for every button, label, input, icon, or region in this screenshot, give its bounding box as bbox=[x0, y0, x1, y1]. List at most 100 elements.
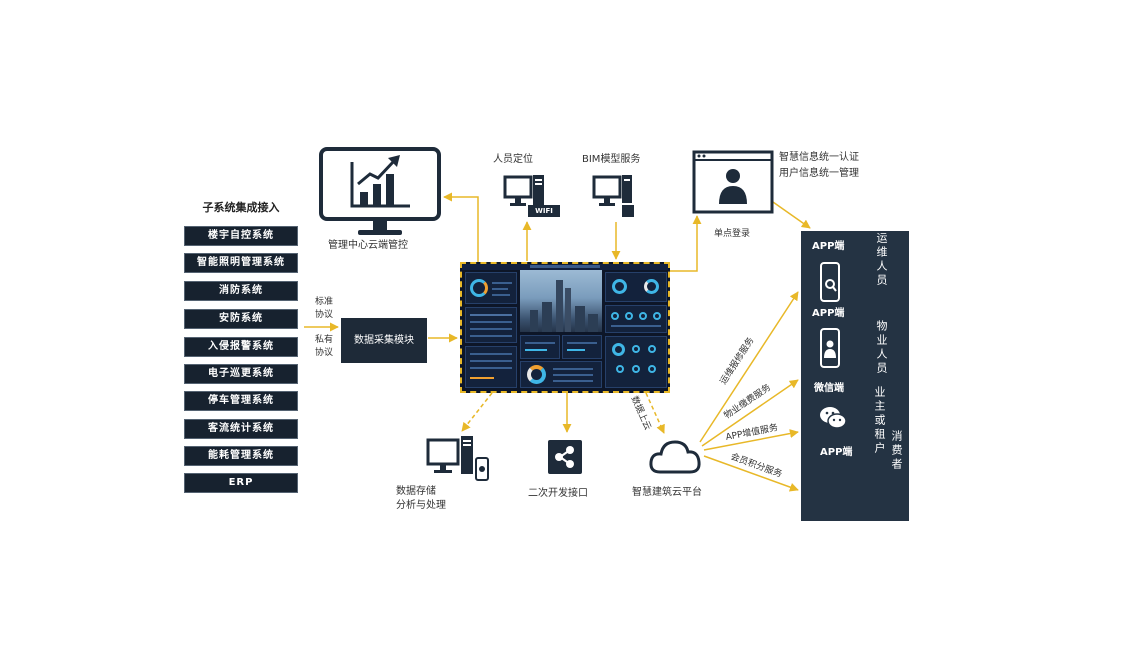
connector-dashboard-to-management bbox=[443, 192, 479, 262]
connector-cloud-service-2 bbox=[701, 379, 799, 447]
dashboard-panel bbox=[465, 272, 517, 304]
role-consumer: 消费者 bbox=[890, 430, 903, 472]
skyline-building bbox=[565, 288, 571, 332]
client-app-label: APP端 bbox=[812, 308, 845, 319]
dashboard-line bbox=[470, 314, 512, 316]
dashboard-line bbox=[492, 294, 510, 296]
dashboard-line bbox=[525, 349, 547, 351]
skyline-building bbox=[542, 302, 552, 332]
dashboard-line bbox=[611, 325, 661, 327]
donut-indicator bbox=[612, 343, 625, 356]
connector-dashboard-to-sso bbox=[670, 215, 702, 272]
donut-indicator bbox=[644, 279, 659, 294]
dashboard-line bbox=[553, 380, 593, 382]
phone-icon bbox=[820, 328, 840, 368]
subsystem-item: 消防系统 bbox=[184, 281, 298, 301]
client-app-label: APP端 bbox=[820, 447, 853, 458]
computer-icon bbox=[503, 175, 544, 206]
cloud-icon bbox=[649, 440, 701, 474]
client-panel bbox=[801, 231, 909, 521]
standard-protocol-line: 协议 bbox=[314, 310, 333, 320]
status-dot bbox=[648, 345, 656, 353]
dashboard-line bbox=[470, 321, 512, 323]
dashboard-header bbox=[462, 264, 668, 270]
standard-protocol-line: 标准 bbox=[314, 297, 333, 307]
subsystem-item: 入侵报警系统 bbox=[184, 337, 298, 357]
subsystem-item: 停车管理系统 bbox=[184, 391, 298, 411]
dashboard-panel bbox=[465, 307, 517, 343]
subsystem-item: 楼宇自控系统 bbox=[184, 226, 298, 246]
subsystem-item: 安防系统 bbox=[184, 309, 298, 329]
dashboard-panel bbox=[605, 305, 667, 333]
role-ops: 运维人员 bbox=[875, 232, 888, 288]
subsystem-item: 智能照明管理系统 bbox=[184, 253, 298, 273]
bim-label: BIM模型服务 bbox=[582, 154, 641, 165]
api-label: 二次开发接口 bbox=[528, 488, 588, 499]
private-protocol-label: 私有 协议 bbox=[312, 334, 336, 360]
dashboard-panel bbox=[465, 346, 517, 388]
dashboard-line bbox=[470, 335, 512, 337]
data-acquisition-module: 数据采集模块 bbox=[341, 318, 427, 363]
auth-line-2: 用户信息统一管理 bbox=[779, 168, 859, 179]
subsystem-item: ERP bbox=[184, 473, 298, 493]
cloud-platform-label: 智慧建筑云平台 bbox=[632, 487, 702, 498]
storage-label-line-2: 分析与处理 bbox=[396, 500, 446, 511]
subsystem-item: 客流统计系统 bbox=[184, 419, 298, 439]
phone-icon bbox=[820, 262, 840, 302]
dashboard-panel bbox=[520, 361, 602, 388]
subsystems-title: 子系统集成接入 bbox=[202, 201, 280, 214]
dashboard-line bbox=[567, 349, 585, 351]
dashboard-panel bbox=[562, 335, 602, 359]
dashboard-panel bbox=[605, 272, 667, 302]
management-label: 管理中心云端管控 bbox=[328, 240, 408, 251]
donut-indicator bbox=[527, 365, 546, 384]
connector-dashboard-to-cloud bbox=[645, 392, 665, 434]
dashboard-panel bbox=[605, 336, 667, 388]
connector-auth-to-clients bbox=[772, 201, 811, 229]
role-property: 物业人员 bbox=[875, 320, 888, 376]
dashboard-line bbox=[525, 342, 555, 344]
private-protocol-line: 协议 bbox=[314, 348, 333, 358]
status-dot bbox=[632, 365, 640, 373]
skyline-building bbox=[575, 306, 585, 332]
dashboard-line bbox=[470, 328, 512, 330]
skyline-building bbox=[588, 314, 598, 332]
status-dot bbox=[611, 312, 619, 320]
share-icon bbox=[548, 440, 582, 474]
connector-cloud-service-1 bbox=[699, 291, 799, 443]
connector-dashboard-to-storage bbox=[461, 392, 493, 432]
wifi-badge: WIFI bbox=[528, 205, 560, 217]
dashboard-screen bbox=[460, 262, 670, 393]
status-dot bbox=[653, 312, 661, 320]
client-wechat-label: 微信端 bbox=[814, 383, 844, 394]
dashboard-line bbox=[553, 374, 593, 376]
dashboard-panel bbox=[520, 335, 560, 359]
wechat-icon bbox=[820, 407, 847, 429]
dashboard-header-title-bar bbox=[530, 265, 600, 268]
dashboard-line bbox=[553, 368, 593, 370]
share-glyph bbox=[555, 446, 574, 468]
dashboard-line bbox=[492, 282, 512, 284]
role-owner: 业主或租户 bbox=[873, 386, 886, 456]
city-skyline-image bbox=[520, 270, 602, 332]
status-dot bbox=[625, 312, 633, 320]
private-protocol-line: 私有 bbox=[314, 335, 333, 345]
status-dot bbox=[616, 365, 624, 373]
skyline-building bbox=[530, 310, 538, 332]
status-dot bbox=[632, 345, 640, 353]
subsystem-item: 电子巡更系统 bbox=[184, 364, 298, 384]
dashboard-line bbox=[470, 367, 512, 369]
auth-line-1: 智慧信息统一认证 bbox=[779, 152, 859, 163]
donut-indicator bbox=[612, 279, 627, 294]
connector-cloud-service-4 bbox=[703, 455, 799, 492]
chart-monitor-icon bbox=[319, 147, 441, 235]
dashboard-line bbox=[567, 342, 597, 344]
dashboard-line bbox=[470, 360, 512, 362]
user-browser-icon bbox=[692, 150, 774, 214]
connector-cloud-service-3 bbox=[703, 429, 799, 451]
positioning-label: 人员定位 bbox=[493, 154, 533, 165]
sso-label: 单点登录 bbox=[714, 229, 751, 239]
dashboard-line bbox=[470, 377, 494, 379]
